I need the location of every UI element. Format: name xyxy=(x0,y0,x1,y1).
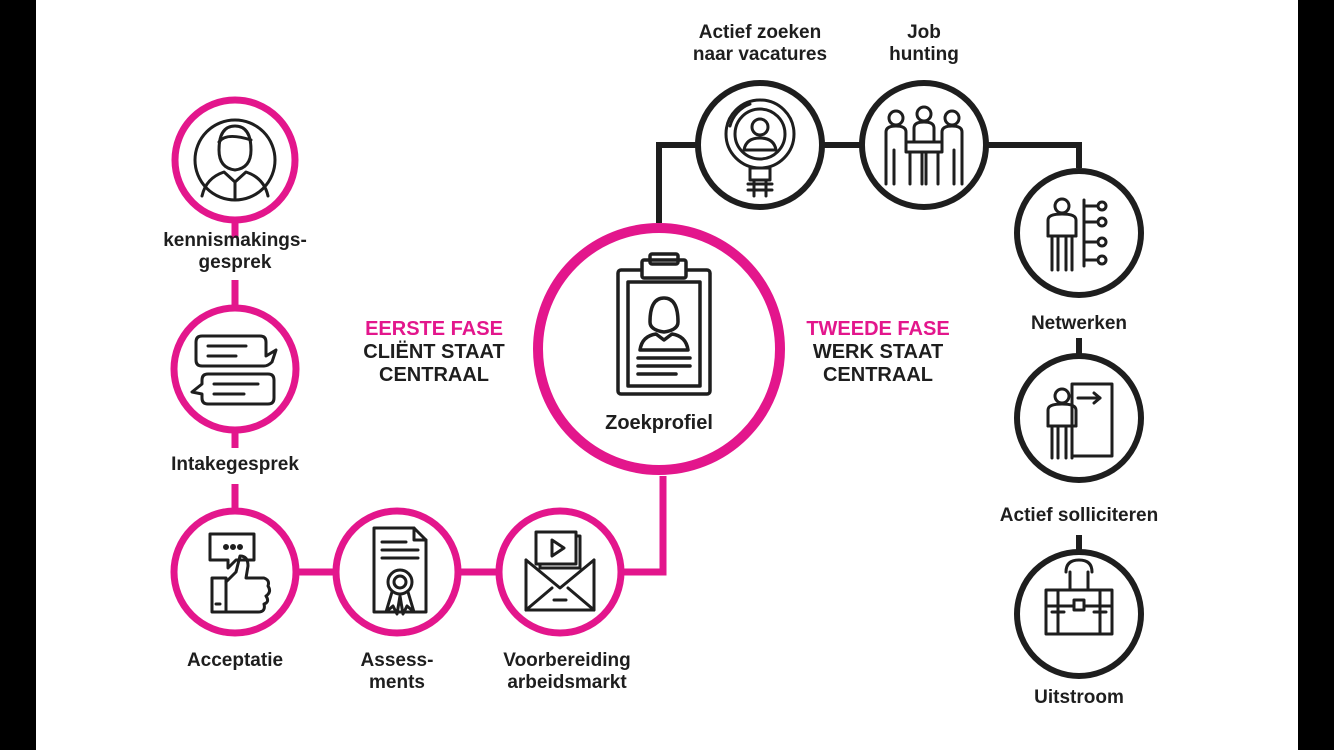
chat-bubbles-icon xyxy=(190,334,278,406)
actief-zoeken-circle xyxy=(695,80,825,210)
phase-two-title: TWEEDE FASE xyxy=(806,318,950,340)
phase-one-line2: CENTRAAL xyxy=(379,364,489,386)
kennismaking-circle xyxy=(171,96,299,224)
intake-circle xyxy=(170,304,300,434)
phase-two-line1: WERK STAAT xyxy=(812,341,944,363)
dark-circles xyxy=(695,80,1144,679)
step-label-netwerken: Netwerken xyxy=(1031,313,1127,335)
step-label-line1: Assess- xyxy=(360,650,434,671)
step-label-assessments: Assess- ments xyxy=(361,650,434,694)
step-label-line2: arbeidsmarkt xyxy=(507,672,627,693)
uitstroom-circle xyxy=(1014,549,1144,679)
netwerken-circle xyxy=(1014,168,1144,298)
connector-line xyxy=(656,142,697,223)
solliciteren-circle xyxy=(1014,353,1144,483)
step-label-line1: kennismakings- xyxy=(163,230,307,251)
magnifier-person-icon xyxy=(724,98,796,198)
step-label-voorbereiding: Voorbereiding arbeidsmarkt xyxy=(503,650,630,694)
connector-line xyxy=(622,476,667,576)
video-mail-icon xyxy=(524,530,596,612)
phase-two-line2: CENTRAAL xyxy=(822,364,933,386)
person-portrait-icon xyxy=(193,118,277,202)
diagram-canvas: kennismakings- gesprek Intakegesprek Acc… xyxy=(36,0,1298,750)
door-person-icon xyxy=(1046,382,1114,460)
clipboard-profile-icon xyxy=(616,252,712,396)
step-label-line1: Intakegesprek xyxy=(171,454,299,475)
briefcase-icon xyxy=(1044,558,1114,636)
step-label-acceptatie: Acceptatie xyxy=(187,650,283,672)
step-label-line2: gesprek xyxy=(198,252,272,273)
connector-line xyxy=(987,142,1082,168)
step-label-actief-zoeken: Actief zoeken naar vacatures xyxy=(693,22,827,66)
thumbs-up-icon xyxy=(208,532,272,614)
network-person-icon xyxy=(1046,197,1108,272)
meeting-people-icon xyxy=(884,105,964,186)
step-label-line1: Job xyxy=(907,22,941,43)
phase-one-label: EERSTE FASE CLIËNT STAAT CENTRAAL xyxy=(363,318,504,387)
step-label-line1: Netwerken xyxy=(1030,313,1128,334)
job-hunting-circle xyxy=(859,80,989,210)
step-label-uitstroom: Uitstroom xyxy=(1034,687,1124,709)
center-label: Zoekprofiel xyxy=(605,412,713,434)
step-label-line2: ments xyxy=(369,672,425,693)
step-label-line2: naar vacatures xyxy=(692,44,828,65)
step-label-line1: Acceptatie xyxy=(186,650,284,671)
voorbereiding-circle xyxy=(495,507,625,637)
step-label-line1: Voorbereiding xyxy=(503,650,631,671)
phase-one-line1: CLIËNT STAAT xyxy=(363,341,505,363)
step-label-intakegesprek: Intakegesprek xyxy=(171,454,299,476)
step-label-line1: Actief zoeken xyxy=(698,22,822,43)
phase-one-title: EERSTE FASE xyxy=(365,318,503,340)
step-label-line1: Uitstroom xyxy=(1034,687,1124,708)
step-label-kennismaking: kennismakings- gesprek xyxy=(163,230,307,274)
step-label-line1: Actief solliciteren xyxy=(999,505,1159,526)
phase-two-label: TWEEDE FASE WERK STAAT CENTRAAL xyxy=(806,318,949,387)
step-label-job-hunting: Job hunting xyxy=(889,22,959,66)
diagram-graphics xyxy=(170,80,1144,679)
step-label-line2: hunting xyxy=(889,44,959,65)
dark-connectors xyxy=(656,142,1082,552)
step-label-actief-solliciteren: Actief solliciteren xyxy=(1000,505,1158,527)
certificate-icon xyxy=(372,526,428,616)
